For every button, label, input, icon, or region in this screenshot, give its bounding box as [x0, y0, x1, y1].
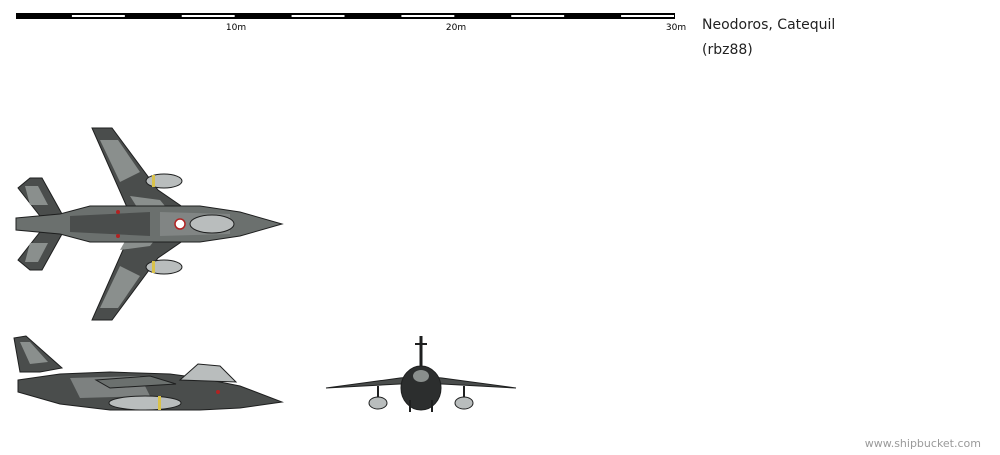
author-tag: (rbz88) [702, 42, 753, 58]
scale-label-30m: 30m [666, 23, 686, 33]
site-credit: www.shipbucket.com [864, 437, 981, 450]
scale-label-10m: 10m [226, 23, 246, 33]
scale-bar-segment [621, 15, 674, 17]
scale-bar-segment [401, 15, 455, 17]
aircraft-side-view [13, 335, 284, 411]
scale-bar: 10m 20m 30m [16, 13, 686, 33]
scale-bar-segment [71, 15, 125, 17]
scale-bar-frame [16, 13, 675, 19]
ship-title: Neodoros, Catequil [702, 17, 836, 33]
scale-label-20m: 20m [446, 23, 466, 33]
scale-bar-segment [511, 15, 565, 17]
scale-bar-segments [71, 15, 674, 17]
scale-bar-segment [291, 15, 345, 17]
scale-bar-segment [181, 15, 235, 17]
aircraft-front-view [325, 336, 517, 412]
aircraft-top-view [15, 127, 284, 321]
